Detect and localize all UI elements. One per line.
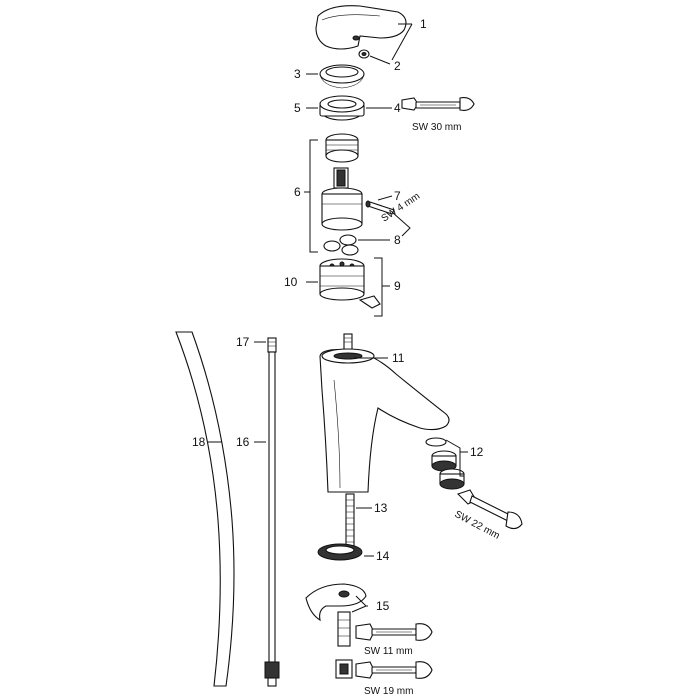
faucet-body [319, 333, 450, 493]
label-5: 5 [294, 101, 301, 115]
valve-base [319, 258, 365, 301]
hex-key-sw4 [365, 200, 411, 237]
threaded-stud [345, 493, 355, 555]
aerator-seal [425, 437, 447, 447]
label-11: 11 [392, 351, 405, 365]
wrench-sw19 [355, 661, 433, 679]
mounting-gasket [317, 543, 363, 561]
leader-1b [391, 23, 413, 61]
label-4: 4 [394, 101, 401, 115]
leader-7 [377, 195, 393, 201]
tool-sw19: SW 19 mm [364, 686, 413, 697]
seal-rings [323, 234, 359, 256]
label-12: 12 [470, 445, 484, 459]
leader-2 [369, 55, 391, 65]
aerator-housing [439, 468, 465, 490]
cover-cap [319, 64, 365, 89]
supply-hose [264, 337, 280, 687]
tool-sw30: SW 30 mm [412, 122, 461, 133]
threaded-nut [319, 95, 365, 121]
bracket-12 [445, 439, 464, 477]
retaining-clip [358, 295, 381, 309]
hose-long [175, 331, 235, 687]
label-6: 6 [294, 185, 301, 199]
bracket-6 [309, 139, 318, 253]
handle-screw [358, 49, 370, 59]
lever-handle [315, 5, 407, 50]
label-15: 15 [376, 599, 390, 613]
label-18: 18 [192, 435, 206, 449]
label-10: 10 [284, 275, 298, 289]
wrench-sw30 [401, 97, 475, 111]
label-3: 3 [294, 67, 301, 81]
bracket-9 [374, 257, 383, 317]
label-8: 8 [394, 233, 401, 247]
label-9: 9 [394, 279, 401, 293]
cartridge [321, 167, 363, 231]
label-1: 1 [420, 17, 427, 31]
label-7: 7 [394, 189, 401, 203]
tool-sw11: SW 11 mm [364, 646, 413, 657]
wrench-sw22 [456, 489, 523, 530]
mounting-nut [335, 611, 353, 679]
aerator-insert [431, 450, 457, 472]
label-14: 14 [376, 549, 390, 563]
wrench-sw11 [355, 623, 433, 641]
label-16: 16 [236, 435, 250, 449]
mounting-plate [305, 583, 367, 622]
threaded-sleeve [325, 133, 359, 163]
label-17: 17 [236, 335, 250, 349]
label-13: 13 [374, 501, 388, 515]
label-2: 2 [394, 59, 401, 73]
leader-15b [351, 605, 367, 613]
